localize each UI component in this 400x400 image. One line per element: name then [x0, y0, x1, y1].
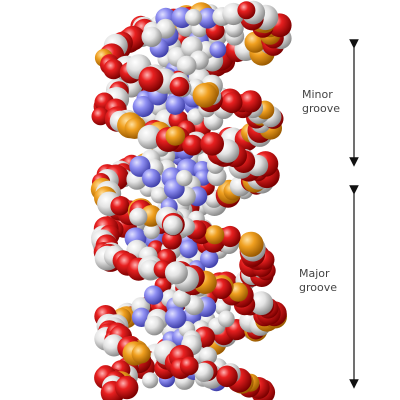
carbon-atom [172, 289, 191, 308]
carbon-atom [249, 291, 274, 316]
carbon-atom [198, 346, 218, 365]
carbon-atom [129, 207, 148, 226]
oxygen-atom [219, 225, 241, 248]
oxygen-atom [216, 365, 238, 388]
nitrogen-atom [179, 240, 198, 259]
carbon-atom [141, 26, 162, 47]
nitrogen-atom [200, 249, 219, 269]
nitrogen-atom [197, 7, 219, 29]
oxygen-atom [115, 375, 139, 400]
major-groove-label-line2: groove [299, 281, 338, 294]
nitrogen-atom [142, 168, 161, 188]
phosphorus-atom [165, 126, 186, 146]
phosphorus-atom [205, 225, 225, 245]
oxygen-atom [221, 92, 243, 114]
nitrogen-atom [144, 285, 164, 305]
carbon-atom [137, 124, 162, 150]
major-groove-label: Major groove [299, 267, 337, 295]
major-groove-label-line1: Major [299, 267, 330, 280]
oxygen-atom [110, 196, 130, 216]
carbon-atom [144, 315, 165, 336]
carbon-atom [185, 8, 202, 26]
minor-groove-label-line1: Minor [302, 88, 333, 101]
nitrogen-atom [164, 306, 187, 329]
carbon-atom [142, 372, 159, 389]
carbon-atom [217, 310, 235, 328]
oxygen-atom [169, 76, 190, 97]
minor-groove-label: Minor groove [302, 88, 340, 116]
oxygen-atom [237, 1, 256, 20]
phosphorus-atom [131, 344, 151, 364]
oxygen-atom [239, 90, 262, 113]
carbon-atom [163, 215, 183, 236]
minor-groove-label-line2: groove [302, 102, 341, 115]
carbon-atom [164, 261, 188, 285]
nitrogen-atom [165, 95, 186, 115]
oxygen-atom [103, 59, 124, 80]
oxygen-atom [200, 132, 224, 156]
oxygen-atom [138, 67, 164, 92]
nitrogen-atom [132, 95, 154, 118]
oxygen-atom [179, 356, 199, 376]
phosphorus-atom [192, 82, 218, 108]
carbon-atom [176, 55, 197, 76]
carbon-atom [150, 186, 168, 204]
space-filling-dna-model [90, 0, 292, 400]
phosphorus-atom [238, 231, 264, 257]
carbon-atom [176, 169, 193, 187]
carbon-atom [194, 362, 214, 382]
nitrogen-atom [209, 41, 227, 58]
oxygen-atom [182, 134, 204, 156]
carbon-atom [143, 222, 160, 240]
